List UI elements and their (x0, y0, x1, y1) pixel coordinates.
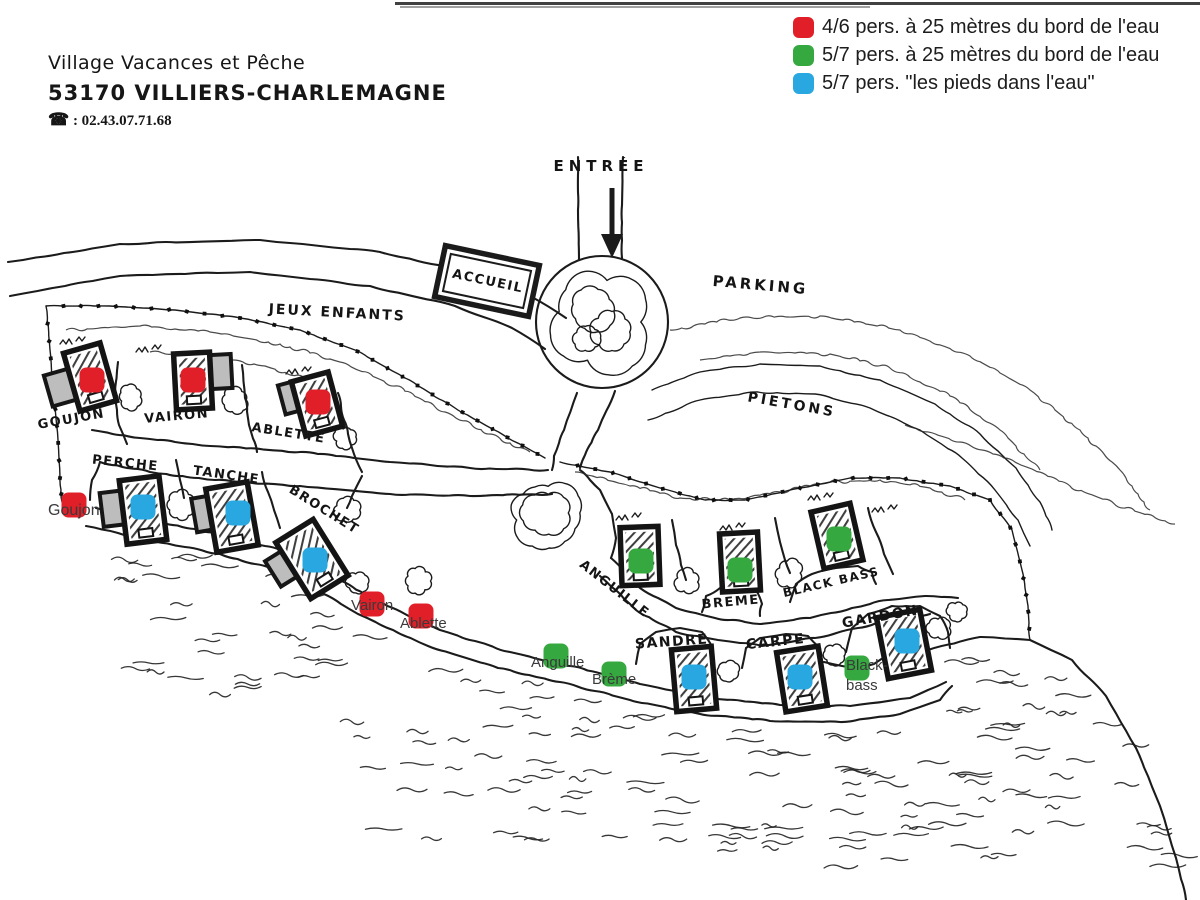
bushes (59, 336, 968, 683)
hedge-scribbles (65, 315, 1176, 525)
legend-item-2: 5/7 pers. "les pieds dans l'eau" (793, 69, 1159, 97)
blackbass-pitch-icon (844, 655, 870, 681)
blackbass-pitch-label: bass (846, 677, 878, 694)
legend-item-1: 5/7 pers. à 25 mètres du bord de l'eau (793, 41, 1159, 69)
vairon-pitch-label: Vairon (351, 597, 393, 614)
bush-icon (404, 565, 433, 596)
breme-pitch-icon (601, 661, 627, 687)
legend-swatch-icon (793, 16, 814, 38)
cottage-label-vairon: VAIRON (144, 406, 210, 427)
marker-brochet (302, 547, 328, 573)
cottage-label-carpe: CARPE (745, 631, 806, 653)
anguille-pitch-label: Anguille (531, 654, 584, 671)
phone-number: : 02.43.07.71.68 (72, 113, 172, 129)
legend-label: 5/7 pers. "les pieds dans l'eau" (822, 71, 1095, 94)
bush-icon (716, 659, 741, 683)
cottages (41, 339, 935, 716)
cottage-label-goujon: GOUJON (37, 406, 107, 433)
accueil-sign (431, 242, 543, 320)
cottage-label-sandre: SANDRE (634, 631, 709, 652)
ablette-pitch-icon (408, 603, 434, 629)
phone-icon: ☎ (48, 110, 70, 129)
goujon-pitch-label: Goujon (48, 502, 100, 519)
cottage-label-breme: BREME (701, 593, 760, 613)
legend-label: 4/6 pers. à 25 mètres du bord de l'eau (822, 15, 1160, 38)
site-address: 53170 VILLIERS-CHARLEMAGNE (48, 80, 447, 105)
marker-gardon (894, 628, 920, 654)
bush-icon (332, 495, 362, 523)
map-label-parking: PARKING (712, 272, 809, 298)
legend-item-0: 4/6 pers. à 25 mètres du bord de l'eau (793, 13, 1159, 41)
marker-carpe (787, 664, 813, 690)
blackbass-pitch-label: Black- (846, 657, 888, 674)
bush-icon (518, 491, 571, 537)
cottage-tanche (188, 478, 262, 556)
marker-anguille (628, 548, 654, 574)
marker-vairon (180, 367, 206, 393)
scan-artifact-line-2 (400, 6, 870, 8)
vairon-pitch-icon (359, 591, 385, 617)
bush-icon (822, 643, 847, 667)
category-markers (79, 367, 920, 690)
anguille-pitch-icon (543, 643, 569, 669)
cottage-label-perche: PERCHE (91, 453, 159, 475)
site-title: Village Vacances et Pêche (48, 52, 306, 74)
bush-icon (166, 488, 195, 522)
map-label-jeux-enfants: JEUX ENFANTS (267, 301, 406, 324)
marker-perche (130, 494, 156, 520)
marker-tanche (225, 500, 251, 526)
bush-icon (774, 557, 804, 589)
shoreline (926, 635, 1188, 900)
site-phone: ☎ : 02.43.07.71.68 (48, 109, 447, 131)
map-title-block: Village Vacances et Pêche 53170 VILLIERS… (48, 52, 447, 131)
lanes-and-paths (84, 360, 1188, 900)
marker-sandre (681, 664, 707, 690)
marker-black-bass (826, 526, 852, 552)
bush-icon (510, 481, 583, 551)
bush-icon (673, 566, 700, 595)
legend-swatch-icon (793, 72, 814, 94)
ablette-pitch-label: Ablette (400, 615, 447, 632)
legend-label: 5/7 pers. à 25 mètres du bord de l'eau (822, 43, 1160, 66)
cottage-black-bass (807, 499, 867, 573)
legend: 4/6 pers. à 25 mètres du bord de l'eau 5/… (793, 13, 1159, 97)
legend-swatch-icon (793, 44, 814, 66)
goujon-pitch-icon (61, 492, 87, 518)
roads (6, 155, 1053, 547)
scan-artifact-line (395, 2, 1200, 5)
map-label-entree: ENTRÉE (553, 156, 648, 175)
breme-pitch-label: Brème (592, 671, 636, 688)
marker-goujon (79, 367, 105, 393)
marker-breme (727, 557, 753, 583)
bush-icon (118, 383, 143, 412)
water-waves (110, 553, 1198, 870)
marker-ablette (305, 389, 331, 415)
bush-icon (332, 427, 358, 451)
bush-icon (945, 601, 968, 623)
bush-icon (221, 385, 249, 415)
